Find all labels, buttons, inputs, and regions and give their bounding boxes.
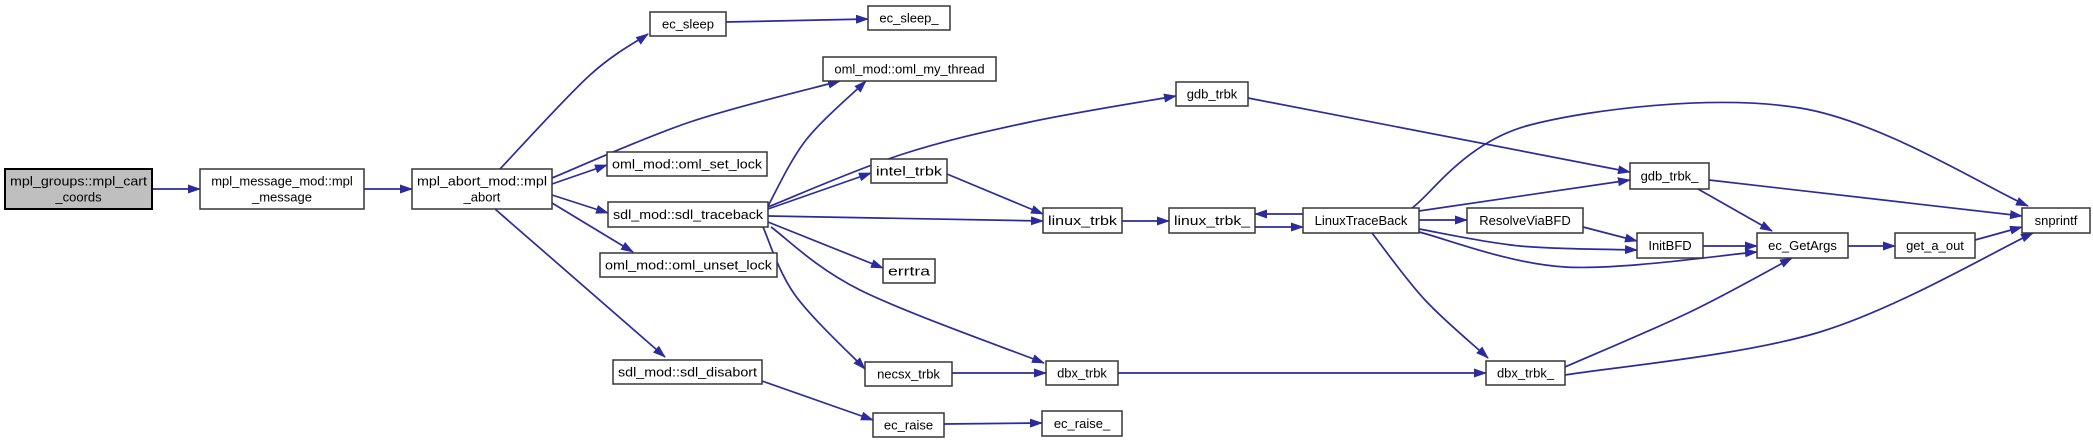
edge-LinuxTraceBack-to-gdb_trbk_	[1418, 177, 1631, 212]
node-label: dbx_trbk	[1057, 366, 1107, 381]
node-label: mpl_groups::mpl_cart	[10, 174, 147, 189]
edge-dbx_trbk_-to-ec_GetArgs	[1564, 257, 1793, 368]
edge-get_a_out-to-snprintf	[1974, 225, 2023, 241]
node-label: ResolveViaBFD	[1479, 213, 1571, 228]
node-ec_GetArgs[interactable]: ec_GetArgs	[1756, 232, 1849, 259]
node-label: mpl_abort_mod::mpl	[417, 174, 547, 189]
node-label: mpl_message_mod::mpl	[211, 174, 353, 189]
node-label: InitBFD	[1648, 238, 1691, 253]
node-oml_my_thread[interactable]: oml_mod::oml_my_thread	[822, 56, 997, 82]
node-ResolveViaBFD[interactable]: ResolveViaBFD	[1466, 207, 1584, 234]
node-label: dbx_trbk_	[1497, 366, 1555, 381]
edge-mpl_abort-to-oml_unset_lock	[551, 202, 634, 253]
edge-mpl_abort-to-ec_sleep	[499, 33, 649, 170]
edge-mpl_abort-to-sdl_disabort	[494, 208, 666, 358]
edges-layer	[152, 14, 2034, 428]
node-label: oml_mod::oml_unset_lock	[605, 258, 773, 273]
node-InitBFD[interactable]: InitBFD	[1636, 232, 1704, 259]
node-LinuxTraceBack[interactable]: LinuxTraceBack	[1302, 207, 1420, 234]
node-label: oml_mod::oml_my_thread	[834, 62, 984, 77]
node-label: _abort	[463, 190, 501, 205]
edge-LinuxTraceBack-to-snprintf	[1411, 101, 2029, 209]
edge-intel_trbk-to-linux_trbk	[946, 173, 1044, 215]
edge-gdb_trbk_-to-ec_GetArgs	[1697, 188, 1773, 232]
node-snprintf[interactable]: snprintf	[2021, 207, 2091, 234]
node-label: snprintf	[2035, 213, 2078, 228]
edge-sdl_traceback-to-oml_my_thread	[767, 80, 867, 207]
node-label: gdb_trbk	[1187, 87, 1238, 102]
node-label: ec_GetArgs	[1768, 238, 1837, 253]
node-ec_sleep[interactable]: ec_sleep	[649, 11, 727, 37]
edge-sdl_traceback-to-dbx_trbk	[770, 226, 1045, 364]
node-mpl_abort[interactable]: mpl_abort_mod::mpl_abort	[411, 168, 553, 210]
node-label: _message	[251, 190, 312, 205]
edge-sdl_traceback-to-errtra	[767, 221, 884, 269]
node-mpl_message[interactable]: mpl_message_mod::mpl_message	[199, 168, 365, 210]
edge-gdb_trbk-to-gdb_trbk_	[1247, 97, 1631, 175]
node-dbx_trbk_[interactable]: dbx_trbk_	[1485, 360, 1566, 386]
node-label: necsx_trbk	[877, 367, 940, 382]
node-oml_unset_lock[interactable]: oml_mod::oml_unset_lock	[599, 252, 778, 278]
node-label: LinuxTraceBack	[1315, 213, 1408, 228]
node-label: ec_sleep	[662, 17, 714, 32]
node-oml_set_lock[interactable]: oml_mod::oml_set_lock	[606, 151, 768, 177]
node-label: sdl_mod::sdl_disabort	[618, 365, 757, 380]
node-label: get_a_out	[1906, 238, 1964, 253]
edge-mpl_abort-to-sdl_traceback	[551, 194, 609, 214]
node-get_a_out[interactable]: get_a_out	[1894, 232, 1976, 259]
edge-dbx_trbk_-to-snprintf	[1564, 232, 2034, 376]
edge-gdb_trbk_-to-snprintf	[1708, 179, 2023, 220]
node-label: errtra	[888, 264, 931, 279]
edge-sdl_traceback-to-linux_trbk	[767, 215, 1044, 226]
node-linux_trbk_[interactable]: linux_trbk_	[1168, 207, 1256, 234]
edge-sdl_traceback-to-intel_trbk	[767, 172, 872, 210]
edge-ec_sleep-to-ec_sleep_	[725, 14, 869, 24]
node-label: linux_trbk_	[1174, 213, 1251, 228]
node-sdl_disabort[interactable]: sdl_mod::sdl_disabort	[612, 359, 763, 385]
edge-ResolveViaBFD-to-InitBFD	[1582, 226, 1638, 243]
edge-LinuxTraceBack-to-ec_GetArgs	[1418, 231, 1758, 269]
edge-mpl_abort-to-oml_set_lock	[551, 164, 608, 185]
edge-mpl_abort-to-oml_my_thread	[551, 79, 841, 179]
node-label: _coords	[54, 190, 102, 205]
node-intel_trbk[interactable]: intel_trbk	[870, 158, 948, 184]
node-errtra[interactable]: errtra	[882, 258, 936, 284]
node-gdb_trbk[interactable]: gdb_trbk	[1175, 81, 1249, 107]
node-sdl_traceback[interactable]: sdl_mod::sdl_traceback	[607, 201, 769, 228]
node-dbx_trbk[interactable]: dbx_trbk	[1045, 360, 1119, 386]
edge-sdl_traceback-to-necsx_trbk	[762, 226, 866, 370]
node-necsx_trbk[interactable]: necsx_trbk	[864, 361, 953, 387]
node-label: sdl_mod::sdl_traceback	[613, 207, 764, 222]
node-gdb_trbk_[interactable]: gdb_trbk_	[1629, 162, 1710, 190]
node-label: ec_sleep_	[879, 11, 939, 26]
node-label: ec_raise_	[1054, 416, 1111, 431]
edge-LinuxTraceBack-to-InitBFD	[1418, 228, 1638, 255]
nodes-layer: mpl_groups::mpl_cart_coords mpl_message_m…	[4, 5, 2091, 438]
node-ec_raise[interactable]: ec_raise	[872, 412, 945, 438]
edge-LinuxTraceBack-to-dbx_trbk_	[1371, 232, 1489, 359]
edge-sdl_disabort-to-ec_raise	[761, 380, 874, 421]
edge-sdl_traceback-to-gdb_trbk	[767, 93, 1177, 208]
node-ec_sleep_[interactable]: ec_sleep_	[867, 5, 951, 31]
node-label: linux_trbk	[1048, 213, 1118, 228]
node-linux_trbk[interactable]: linux_trbk	[1042, 207, 1123, 234]
node-label: oml_mod::oml_set_lock	[612, 157, 763, 172]
node-label: ec_raise	[884, 418, 933, 433]
node-label: gdb_trbk_	[1641, 169, 1700, 184]
node-label: intel_trbk	[876, 164, 943, 179]
edge-ec_raise-to-ec_raise_	[943, 418, 1043, 428]
node-mpl_cart_coords[interactable]: mpl_groups::mpl_cart_coords	[4, 168, 153, 210]
node-ec_raise_[interactable]: ec_raise_	[1041, 410, 1123, 437]
